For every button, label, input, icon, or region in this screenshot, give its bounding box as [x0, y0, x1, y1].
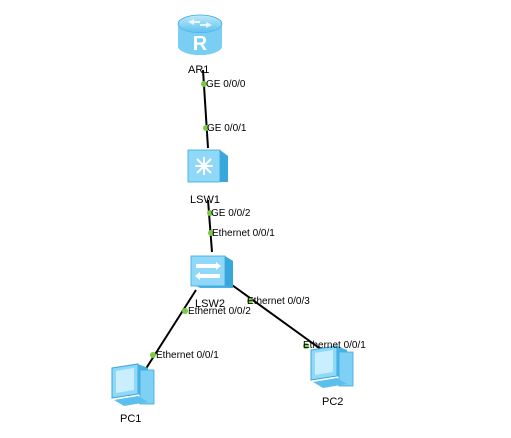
pc-icon — [111, 363, 155, 406]
switch-lsw2[interactable] — [188, 252, 236, 292]
switch-lsw2-label: LSW2 — [195, 298, 225, 310]
pc-pc2-label: PC2 — [322, 396, 344, 408]
pc-pc2[interactable] — [307, 342, 359, 392]
port-label-pc2-eth001: Ethernet 0/0/1 — [303, 340, 366, 351]
router-icon: R — [177, 14, 223, 55]
router-ar1[interactable]: R — [174, 10, 226, 62]
switch-lsw1-label: LSW1 — [190, 194, 220, 206]
switch-lsw1[interactable] — [184, 146, 230, 186]
port-dot-ar1-ge000 — [201, 81, 207, 87]
link-lsw1-lsw2[interactable] — [207, 199, 213, 253]
port-label-lsw2-eth003: Ethernet 0/0/3 — [247, 296, 310, 307]
port-label-lsw2-eth001: Ethernet 0/0/1 — [212, 228, 275, 239]
l3-switch-icon — [187, 149, 228, 183]
pc-icon — [310, 345, 354, 388]
port-label-lsw1-ge001: GE 0/0/1 — [207, 123, 247, 134]
pc-pc1[interactable] — [108, 360, 160, 410]
port-label-lsw2-eth002: Ethernet 0/0/2 — [188, 306, 251, 317]
l2-switch-icon — [190, 255, 233, 288]
pc-pc1-label: PC1 — [120, 413, 142, 425]
port-label-ar1-ge000: GE 0/0/0 — [206, 79, 246, 90]
port-dot-lsw2-eth001 — [208, 230, 214, 236]
svg-text:R: R — [193, 33, 208, 55]
port-label-pc1-eth001: Ethernet 0/0/1 — [156, 350, 219, 361]
port-dot-lsw2-eth003 — [247, 298, 253, 304]
port-label-lsw1-ge002: GE 0/0/2 — [211, 208, 251, 219]
port-dot-pc1-eth001 — [150, 352, 156, 358]
link-lsw2-pc1[interactable] — [139, 289, 197, 379]
port-dot-lsw1-ge001 — [203, 125, 209, 131]
port-dot-lsw1-ge002 — [207, 210, 213, 216]
router-ar1-label: AR1 — [188, 64, 210, 76]
link-lsw2-pc2[interactable] — [231, 284, 323, 351]
port-dot-lsw2-eth002 — [182, 308, 188, 314]
port-dot-pc2-eth001 — [303, 343, 309, 349]
